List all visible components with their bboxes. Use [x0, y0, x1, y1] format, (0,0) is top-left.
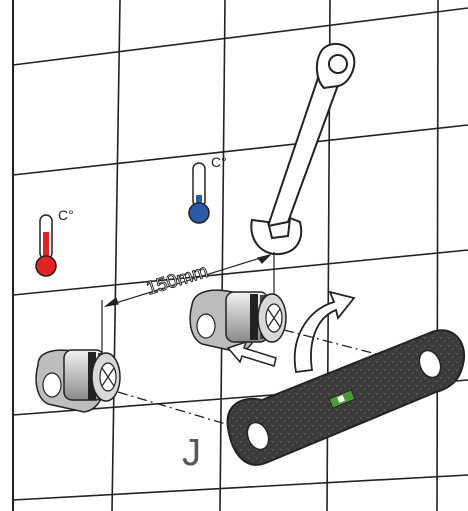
wrench-icon	[250, 42, 356, 256]
hot-eccentric-fitting	[35, 349, 121, 413]
rotate-arrow-icon	[293, 290, 356, 373]
cold-unit-label: C°	[211, 154, 227, 170]
cold-eccentric-fitting	[189, 289, 287, 353]
part-label: J	[182, 432, 201, 474]
thermometer-cold-icon	[188, 162, 210, 224]
hot-unit-label: C°	[58, 207, 74, 223]
push-arrow-icon	[226, 340, 277, 367]
spirit-level-icon	[226, 329, 465, 466]
thermometer-hot-icon	[35, 214, 57, 277]
